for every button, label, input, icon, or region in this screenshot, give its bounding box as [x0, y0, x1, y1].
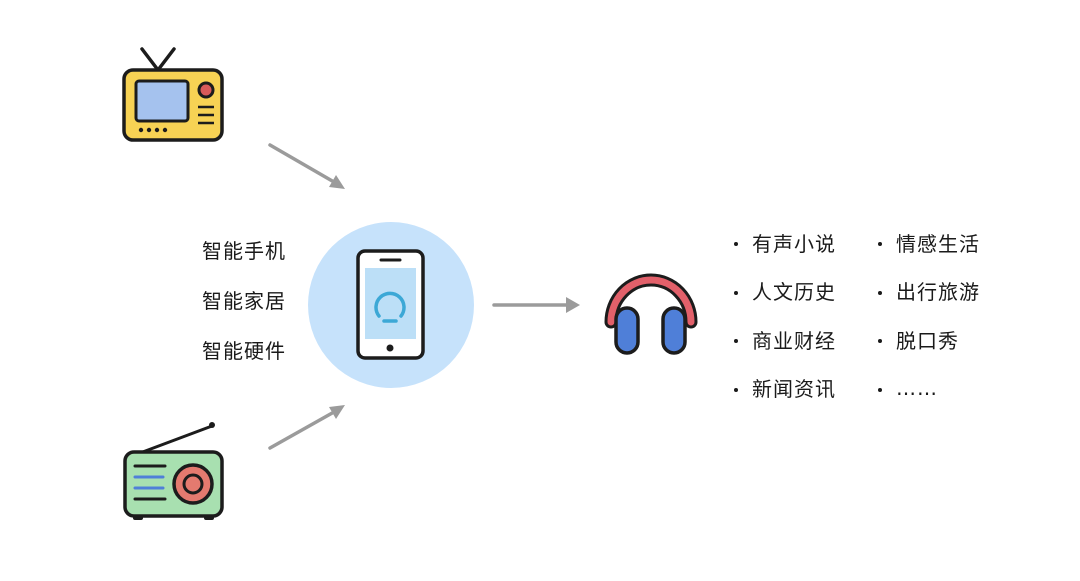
tv-icon: [122, 47, 224, 142]
bullet-dot: [734, 242, 738, 247]
content-item-label: 有声小说: [752, 231, 836, 256]
bullet-dot: [734, 290, 738, 295]
phone-hub: [308, 222, 474, 388]
content-item-label: ……: [896, 375, 938, 400]
smartphone-icon: [356, 249, 425, 360]
radio-icon: [123, 422, 224, 520]
content-item: 情感生活: [878, 218, 1008, 267]
arrow-phone-to-headphones: [492, 297, 580, 313]
content-item: 脱口秀: [878, 315, 1008, 364]
content-item-label: 脱口秀: [896, 328, 959, 353]
bullet-dot: [734, 339, 738, 344]
content-item-label: 情感生活: [896, 231, 980, 256]
content-item: 人文历史: [734, 267, 878, 316]
bullet-dot: [878, 290, 882, 295]
lightbulb-icon: [374, 291, 406, 323]
device-label-list: 智能手机 智能家居 智能硬件: [202, 238, 286, 365]
bullet-dot: [878, 242, 882, 247]
content-item: 商业财经: [734, 315, 878, 364]
content-item: 新闻资讯: [734, 364, 878, 413]
content-item: ……: [878, 364, 1008, 413]
content-item: 有声小说: [734, 218, 878, 267]
content-item-label: 商业财经: [752, 328, 836, 353]
arrow-tv-to-phone: [268, 143, 345, 189]
bullet-dot: [734, 387, 738, 392]
bullet-dot: [878, 339, 882, 344]
arrow-radio-to-phone: [268, 405, 345, 450]
bullet-dot: [878, 387, 882, 392]
content-item-label: 人文历史: [752, 280, 836, 305]
headphones-icon: [604, 273, 698, 355]
device-label-smartphone: 智能手机: [202, 239, 286, 263]
content-item-label: 出行旅游: [896, 280, 980, 305]
content-category-list: 有声小说 情感生活 人文历史 出行旅游 商业财经 脱口秀 新闻资讯 ……: [734, 218, 1008, 412]
device-label-smart-hardware: 智能硬件: [202, 339, 286, 363]
device-label-smart-home: 智能家居: [202, 289, 286, 313]
content-item: 出行旅游: [878, 267, 1008, 316]
content-item-label: 新闻资讯: [752, 377, 836, 402]
